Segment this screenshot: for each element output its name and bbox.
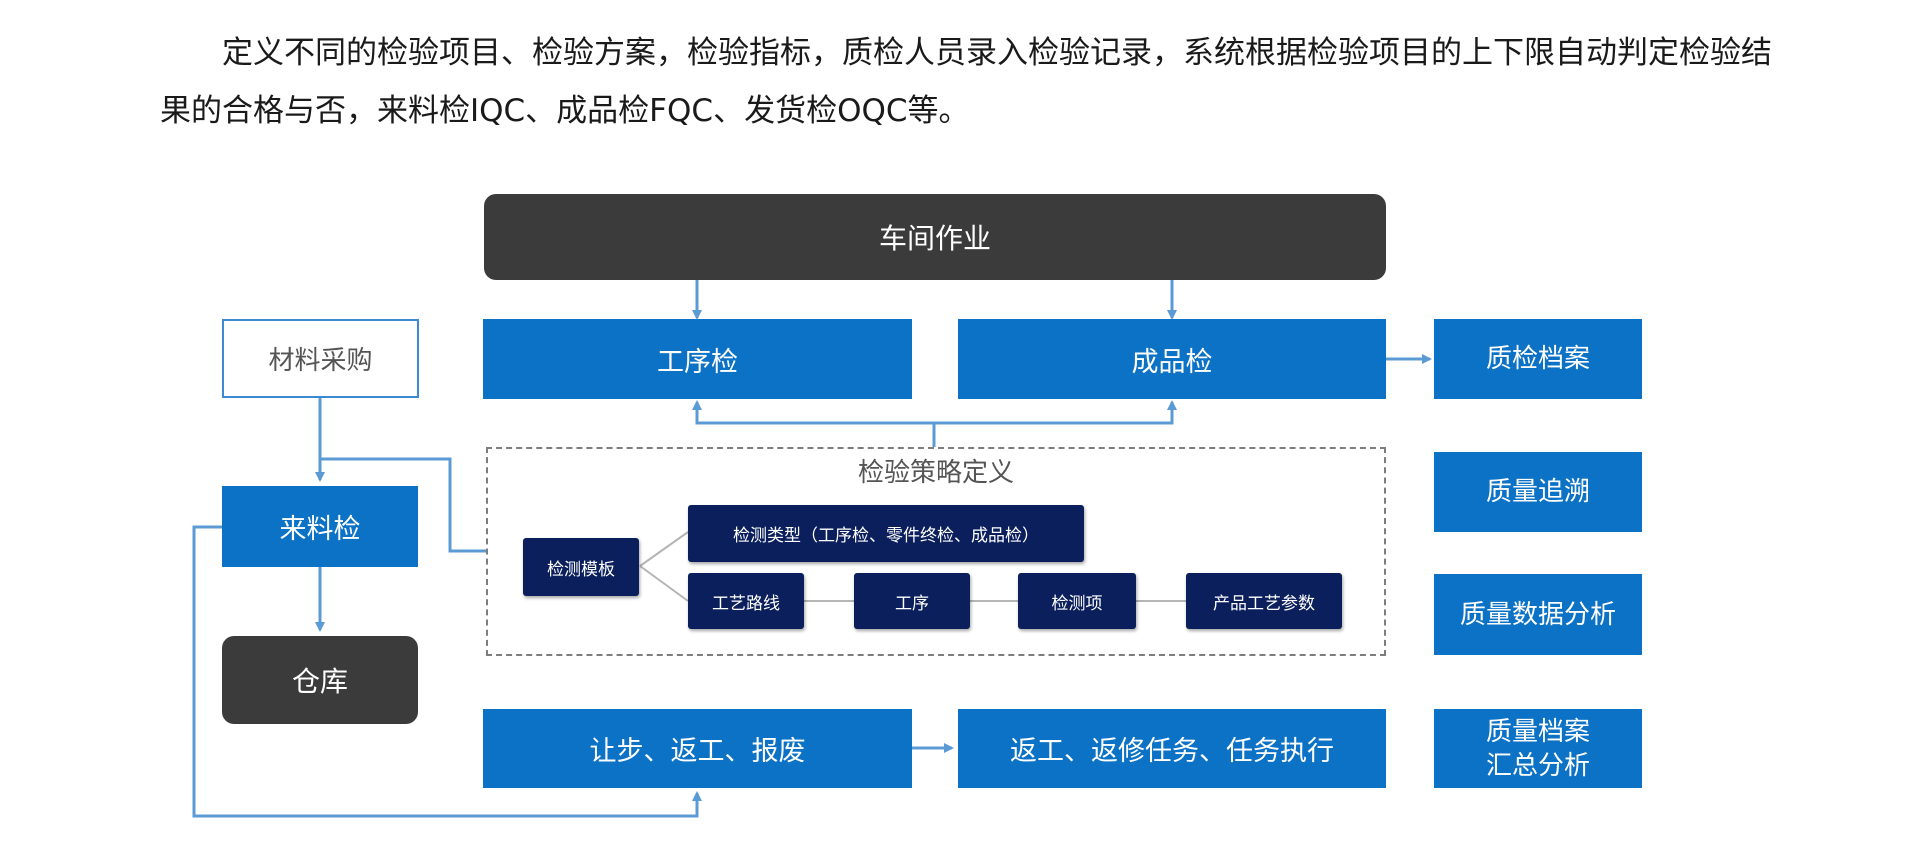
inspection-type-box: 检测类型（工序检、零件终检、成品检）: [688, 505, 1084, 562]
process-parameter-box: 产品工艺参数: [1186, 573, 1342, 629]
quality-archive-box: 质检档案: [1434, 319, 1642, 399]
rework-task-box: 返工、返修任务、任务执行: [958, 709, 1386, 788]
workshop-box: 车间作业: [484, 194, 1386, 280]
finished-check-box: 成品检: [958, 319, 1386, 399]
material-purchase-box: 材料采购: [222, 319, 419, 398]
strategy-title: 检验策略定义: [857, 458, 1014, 488]
process-check-box: 工序检: [483, 319, 912, 399]
arrow-strategy-to-checks: [692, 400, 936, 447]
quality-trace-box: 质量追溯: [1434, 452, 1642, 532]
incoming-check-box: 来料检: [222, 486, 418, 567]
concession-box: 让步、返工、报废: [483, 709, 912, 788]
intro-paragraph: 定义不同的检验项目、检验方案，检验指标，质检人员录入检验记录，系统根据检验项目的…: [160, 35, 1772, 129]
inspection-item-box: 检测项: [1018, 573, 1136, 629]
quality-analysis-box: 质量数据分析: [1434, 574, 1642, 655]
line-template-to-route: [639, 565, 689, 602]
process-route-box: 工艺路线: [688, 573, 804, 629]
template-box: 检测模板: [523, 538, 639, 596]
quality-summary-box: 质量档案 汇总分析: [1434, 709, 1642, 788]
arrow-incoming-to-concession: [192, 525, 702, 818]
line-incoming-to-strategy: [320, 457, 486, 553]
process-box: 工序: [854, 573, 970, 629]
warehouse-box: 仓库: [222, 636, 418, 724]
arrow-strategy-to-finished: [934, 400, 1177, 425]
strategy-definition-frame: [486, 447, 1386, 656]
line-template-to-type: [639, 531, 689, 567]
